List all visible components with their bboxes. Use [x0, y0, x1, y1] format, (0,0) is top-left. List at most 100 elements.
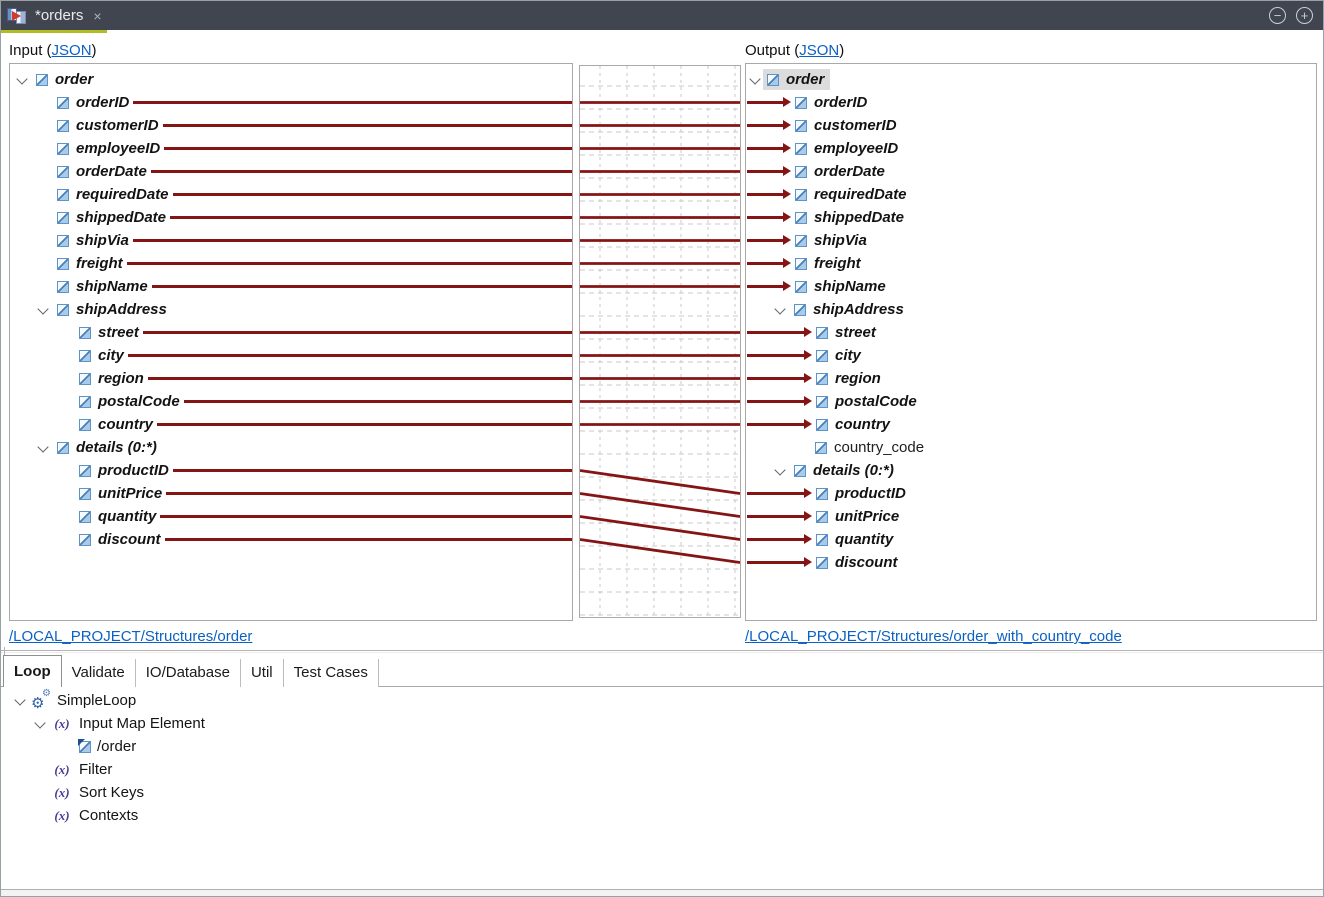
mapping-wire[interactable]: [170, 216, 572, 219]
mapping-wire[interactable]: [127, 354, 572, 357]
mapping-arrow[interactable]: [747, 166, 791, 176]
mapping-wire[interactable]: [166, 492, 572, 495]
mapping-wire[interactable]: [172, 193, 572, 196]
tab-close-icon[interactable]: ×: [93, 7, 102, 24]
chevron-down-icon[interactable]: [35, 302, 51, 318]
mapping-arrow[interactable]: [747, 281, 791, 291]
input-row-unitprice[interactable]: unitPrice: [10, 482, 572, 505]
loop-row-sort-keys[interactable]: (x)Sort Keys: [1, 781, 701, 804]
output-row-country[interactable]: country: [746, 413, 1316, 436]
mapping-wire[interactable]: [157, 423, 572, 426]
zoom-in-icon[interactable]: +: [1296, 7, 1313, 24]
mapping-wire[interactable]: [150, 170, 572, 173]
output-row-shipvia[interactable]: shipVia: [746, 229, 1316, 252]
input-row-city[interactable]: city: [10, 344, 572, 367]
chevron-down-icon[interactable]: [14, 72, 30, 88]
input-row-employeeid[interactable]: employeeID: [10, 137, 572, 160]
mapping-arrow[interactable]: [747, 557, 812, 567]
input-row-freight[interactable]: freight: [10, 252, 572, 275]
output-row-customerid[interactable]: customerID: [746, 114, 1316, 137]
output-row-shipname[interactable]: shipName: [746, 275, 1316, 298]
input-row-productid[interactable]: productID: [10, 459, 572, 482]
input-row-region[interactable]: region: [10, 367, 572, 390]
input-row-customerid[interactable]: customerID: [10, 114, 572, 137]
input-row-orderid[interactable]: orderID: [10, 91, 572, 114]
horizontal-splitter[interactable]: [1, 650, 1323, 653]
output-row-discount[interactable]: discount: [746, 551, 1316, 574]
input-row-shipvia[interactable]: shipVia: [10, 229, 572, 252]
output-row-orderdate[interactable]: orderDate: [746, 160, 1316, 183]
mapping-arrow[interactable]: [747, 488, 812, 498]
mapping-wire[interactable]: [147, 377, 572, 380]
chevron-down-icon[interactable]: [772, 302, 788, 318]
input-row-order[interactable]: order: [10, 68, 572, 91]
mapping-arrow[interactable]: [747, 534, 812, 544]
chevron-down-icon[interactable]: [11, 693, 29, 709]
output-row-order[interactable]: order: [746, 68, 1316, 91]
mapping-canvas[interactable]: [579, 66, 741, 617]
input-row-requireddate[interactable]: requiredDate: [10, 183, 572, 206]
output-row-shippeddate[interactable]: shippedDate: [746, 206, 1316, 229]
input-structure-path-link[interactable]: /LOCAL_PROJECT/Structures/order: [9, 628, 253, 645]
chevron-down-icon[interactable]: [747, 72, 763, 88]
chevron-down-icon[interactable]: [35, 440, 51, 456]
output-row-employeeid[interactable]: employeeID: [746, 137, 1316, 160]
loop-row-simpleloop[interactable]: SimpleLoop: [1, 688, 701, 712]
mapping-wire[interactable]: [579, 515, 741, 541]
mapping-wire[interactable]: [151, 285, 572, 288]
document-tab-orders[interactable]: *orders ×: [1, 1, 112, 30]
output-row-freight[interactable]: freight: [746, 252, 1316, 275]
input-row-street[interactable]: street: [10, 321, 572, 344]
mapping-arrow[interactable]: [747, 373, 812, 383]
mapping-arrow[interactable]: [747, 419, 812, 429]
output-row-orderid[interactable]: orderID: [746, 91, 1316, 114]
mapping-wire[interactable]: [172, 469, 572, 472]
output-row-unitprice[interactable]: unitPrice: [746, 505, 1316, 528]
input-row-orderdate[interactable]: orderDate: [10, 160, 572, 183]
output-row-city[interactable]: city: [746, 344, 1316, 367]
mapping-arrow[interactable]: [747, 511, 812, 521]
mapping-arrow[interactable]: [747, 258, 791, 268]
tab-validate[interactable]: Validate: [61, 659, 136, 687]
mapping-wire[interactable]: [183, 400, 572, 403]
input-row-details-0[interactable]: details (0:*): [10, 436, 572, 459]
mapping-wire[interactable]: [132, 239, 572, 242]
output-row-details-0[interactable]: details (0:*): [746, 459, 1316, 482]
mapping-wire[interactable]: [579, 538, 741, 564]
input-row-postalcode[interactable]: postalCode: [10, 390, 572, 413]
mapping-arrow[interactable]: [747, 120, 791, 130]
input-row-shippeddate[interactable]: shippedDate: [10, 206, 572, 229]
mapping-wire[interactable]: [126, 262, 572, 265]
mapping-arrow[interactable]: [747, 143, 791, 153]
loop-row-order[interactable]: /order: [1, 735, 701, 758]
output-row-street[interactable]: street: [746, 321, 1316, 344]
mapping-arrow[interactable]: [747, 235, 791, 245]
output-row-quantity[interactable]: quantity: [746, 528, 1316, 551]
tab-loop[interactable]: Loop: [3, 655, 62, 687]
mapping-arrow[interactable]: [747, 396, 812, 406]
tab-util[interactable]: Util: [240, 659, 284, 687]
output-row-shipaddress[interactable]: shipAddress: [746, 298, 1316, 321]
tab-test-cases[interactable]: Test Cases: [283, 659, 379, 687]
chevron-down-icon[interactable]: [772, 463, 788, 479]
mapping-arrow[interactable]: [747, 327, 812, 337]
output-structure-path-link[interactable]: /LOCAL_PROJECT/Structures/order_with_cou…: [745, 628, 1122, 645]
mapping-wire[interactable]: [133, 101, 572, 104]
loop-row-filter[interactable]: (x)Filter: [1, 758, 701, 781]
mapping-wire[interactable]: [579, 469, 741, 495]
output-row-productid[interactable]: productID: [746, 482, 1316, 505]
mapping-arrow[interactable]: [747, 189, 791, 199]
loop-row-input-map-element[interactable]: (x)Input Map Element: [1, 712, 701, 735]
zoom-out-icon[interactable]: −: [1269, 7, 1286, 24]
input-row-shipaddress[interactable]: shipAddress: [10, 298, 572, 321]
input-row-discount[interactable]: discount: [10, 528, 572, 551]
loop-row-contexts[interactable]: (x)Contexts: [1, 804, 701, 827]
mapping-wire[interactable]: [164, 538, 572, 541]
output-row-postalcode[interactable]: postalCode: [746, 390, 1316, 413]
mapping-wire[interactable]: [579, 492, 741, 518]
mapping-wire[interactable]: [160, 515, 572, 518]
tab-io-database[interactable]: IO/Database: [135, 659, 241, 687]
mapping-arrow[interactable]: [747, 212, 791, 222]
input-json-link[interactable]: JSON: [51, 42, 92, 59]
mapping-arrow[interactable]: [747, 97, 791, 107]
